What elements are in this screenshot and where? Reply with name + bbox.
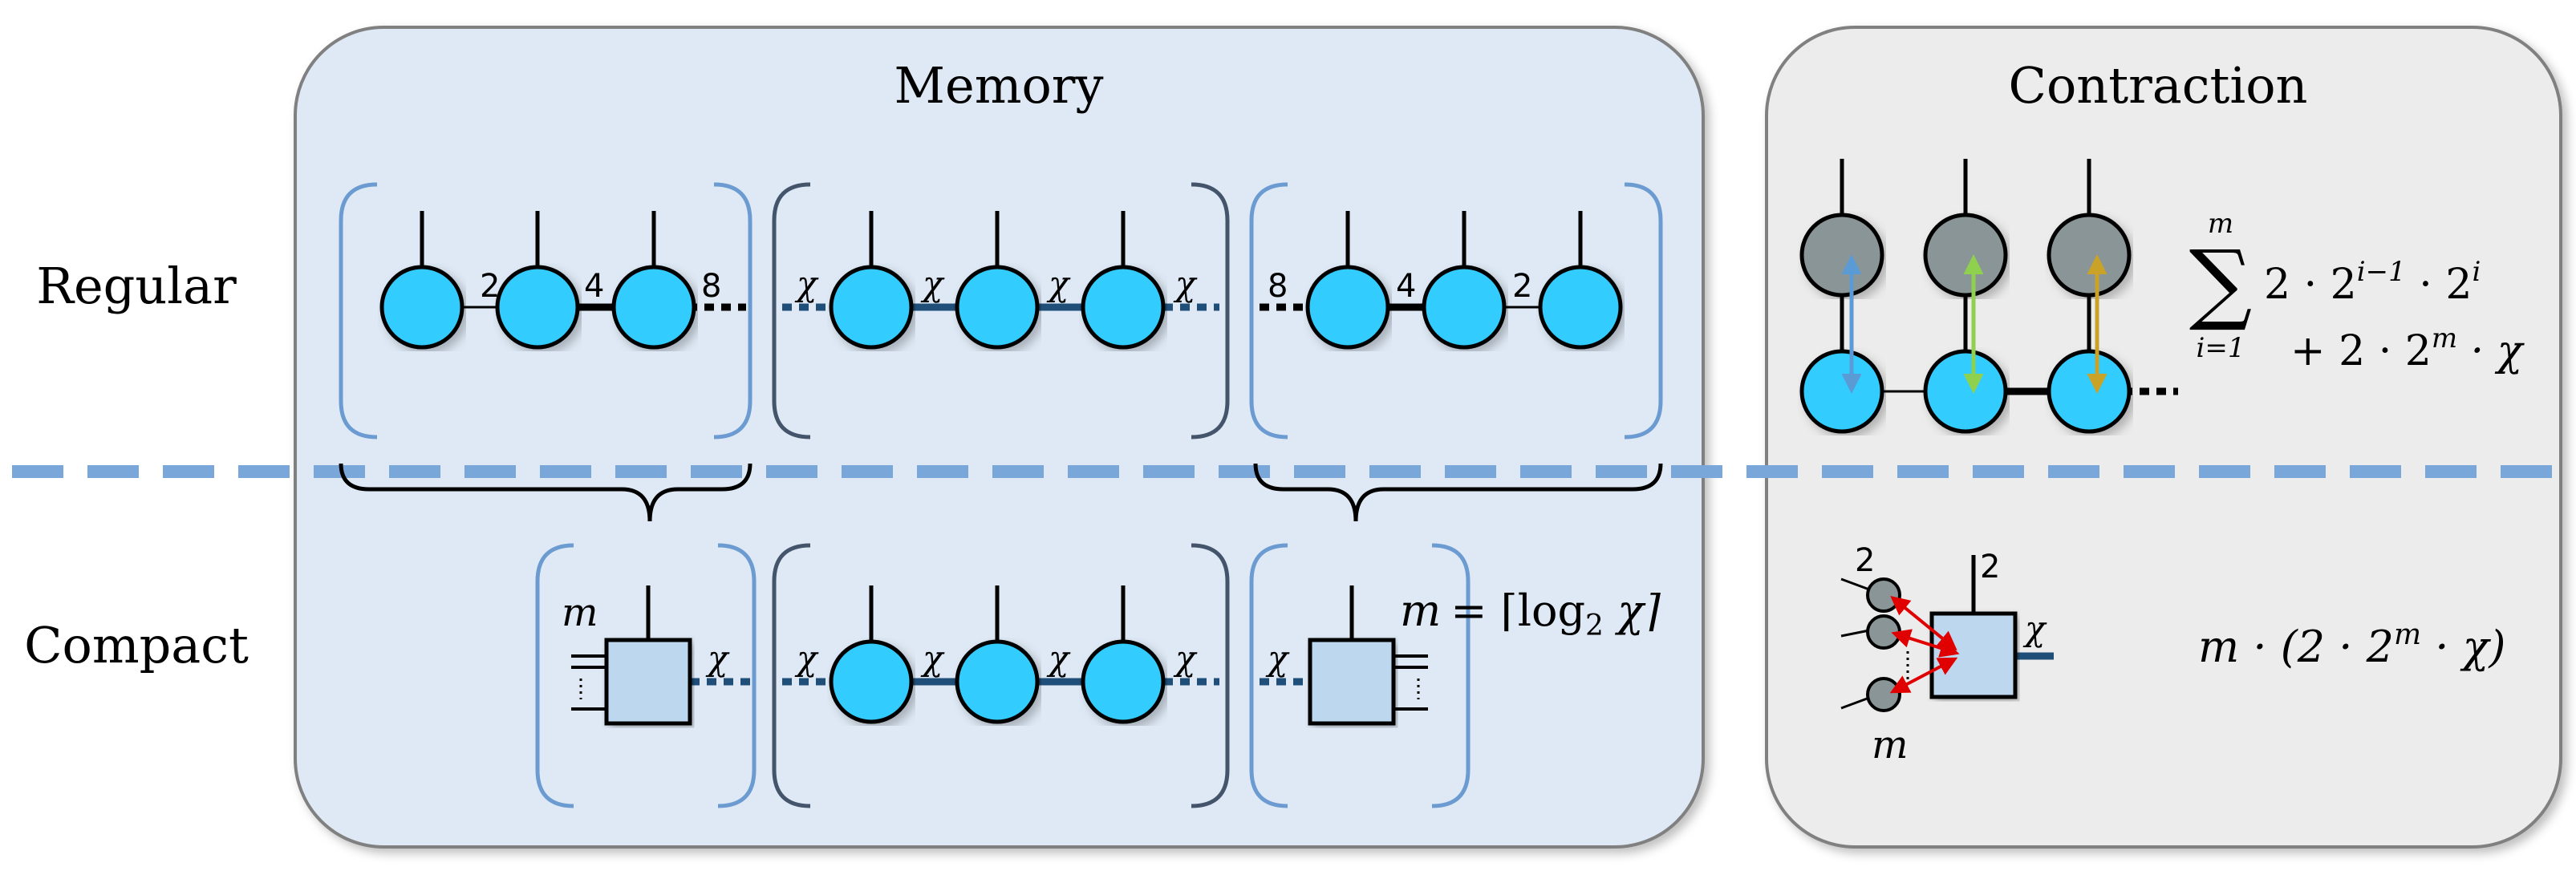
gray-tensor-node — [1799, 213, 1884, 298]
bracket-right — [717, 543, 757, 808]
regular-left-group: 2 4 8 — [339, 182, 753, 440]
bracket-right — [1431, 543, 1471, 808]
bond-dim-label: χ — [1173, 638, 1198, 678]
bond-dim-label: χ — [2022, 609, 2047, 648]
bracket-right — [1191, 182, 1230, 440]
bracket-left — [1249, 182, 1288, 440]
mps-node — [2047, 349, 2132, 434]
sum-line2: + 2 · 2m · χ — [2290, 322, 2525, 375]
bond-dim-label: 4 — [584, 268, 604, 305]
bond-dim-label: 2 — [480, 268, 500, 305]
mps-node — [1081, 265, 1166, 350]
sum-upper-limit: m — [2208, 208, 2233, 240]
bond-dim-label: 4 — [1396, 268, 1416, 305]
mps-node — [1538, 265, 1623, 350]
mps-node — [379, 265, 464, 350]
m-definition-formula: m= ⌈log2 χ⌉ — [1400, 585, 1661, 642]
memory-panel — [294, 26, 1705, 849]
sum-symbol: ∑ — [2189, 231, 2253, 334]
curly-brace-left — [339, 463, 753, 522]
mps-node — [611, 265, 696, 350]
row-label-regular: Regular — [36, 257, 237, 315]
bracket-right — [1624, 182, 1663, 440]
compact-right-group: χ — [1249, 543, 1471, 808]
mps-node — [829, 639, 914, 724]
mps-node — [829, 265, 914, 350]
mps-node — [955, 639, 1040, 724]
bond-dim-label: χ — [1265, 638, 1290, 678]
compact-middle-group: χ χ χ χ — [772, 543, 1230, 808]
mps-node — [955, 265, 1040, 350]
bond-dim-label: χ — [705, 638, 730, 678]
mps-node — [1081, 639, 1166, 724]
compact-m-label: m — [1872, 723, 1909, 768]
bond-dim-label: 2 — [1855, 542, 1875, 579]
bracket-left — [535, 543, 574, 808]
mps-node — [1923, 349, 2008, 434]
bracket-left — [772, 182, 811, 440]
gray-tensor-node — [1923, 213, 2008, 298]
contraction-panel-title: Contraction — [2009, 56, 2308, 115]
regular-cost-formula: m ∑ i=1 2 · 2i−1 · 2i + 2 · 2m · χ — [2189, 208, 2525, 375]
contraction-regular-diagram — [1799, 159, 2178, 434]
bond-dim-label: 2 — [1512, 268, 1532, 305]
bond-dim-label: χ — [920, 638, 945, 678]
curly-brace-right — [1253, 463, 1663, 522]
compact-cost-formula: m · (2 · 2m · χ) — [2198, 618, 2505, 672]
sum-term: 2 · 2i−1 · 2i — [2264, 256, 2481, 309]
sum-lower-limit: i=1 — [2197, 332, 2245, 364]
bond-dim-label: χ — [1046, 638, 1071, 678]
bracket-left — [1249, 543, 1288, 808]
small-gray-node — [1866, 614, 1901, 650]
small-gray-node — [1866, 577, 1901, 613]
compact-left-group: m χ — [535, 543, 757, 808]
compact-tensor — [604, 638, 692, 726]
row-label-compact: Compact — [24, 616, 249, 674]
contraction-compact-diagram: 2 2 χ m — [1840, 542, 2054, 768]
memory-panel-title: Memory — [895, 56, 1104, 115]
mps-node — [1799, 349, 1884, 434]
mps-node — [1305, 265, 1390, 350]
bond-dim-label: χ — [920, 264, 945, 303]
bond-dim-label: 2 — [1980, 549, 2000, 585]
small-gray-node — [1866, 677, 1901, 712]
bond-dim-label: χ — [1046, 264, 1071, 303]
bracket-right — [713, 182, 753, 440]
mps-node — [1422, 265, 1507, 350]
compact-tensor — [1929, 611, 2018, 699]
bracket-left — [339, 182, 378, 440]
bond-dim-label: 8 — [701, 268, 721, 305]
regular-right-group: 8 4 2 — [1249, 182, 1663, 440]
bond-dim-label: χ — [794, 264, 819, 303]
contraction-arrow-red — [1891, 629, 1960, 658]
mps-node — [495, 265, 580, 350]
bond-dim-label: χ — [1173, 264, 1198, 303]
gray-tensor-node — [2047, 213, 2132, 298]
contraction-arrow-red — [1889, 657, 1958, 694]
bracket-left — [772, 543, 811, 808]
bond-dim-label: 8 — [1268, 268, 1288, 305]
compact-m-label: m — [562, 590, 598, 635]
bond-dim-label: χ — [794, 638, 819, 678]
compact-tensor — [1308, 638, 1396, 726]
regular-middle-group: χ χ χ χ — [772, 182, 1230, 440]
bracket-right — [1191, 543, 1230, 808]
